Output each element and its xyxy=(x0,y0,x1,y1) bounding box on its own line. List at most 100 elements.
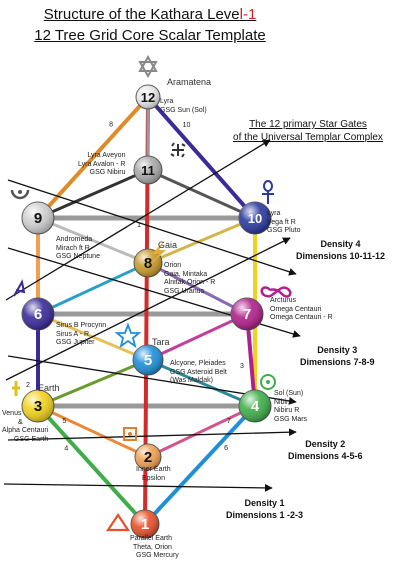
label-node-10: Lyra Vega ft R GSG Pluto xyxy=(267,210,300,236)
label-node-5-line-2: GSG Asteroid Belt xyxy=(170,368,227,376)
edge-label-6: 6 xyxy=(224,445,228,452)
label-node-7-line-2: Omega Centauri xyxy=(270,305,322,313)
node-8: 8 xyxy=(133,248,163,278)
density-1-title: Density 1 xyxy=(244,498,285,508)
node-11-sheen xyxy=(134,156,162,184)
node-3-number: 3 xyxy=(34,398,42,415)
label-node-8-line-2: Gaia, Mintaka xyxy=(164,270,208,278)
edge-n9-n11 xyxy=(37,168,149,220)
edge-label-10: 10 xyxy=(183,122,191,129)
node-12: 12 xyxy=(135,84,161,110)
node-3-sheen xyxy=(22,390,54,422)
label-node-8-line-4: GSG Uranus xyxy=(164,287,205,295)
density-arrow-7 xyxy=(5,237,291,381)
glyph-6-icon xyxy=(13,279,26,297)
density-2-label: Density 2 Dimensions 4-5-6 xyxy=(288,438,363,462)
node-6-number: 6 xyxy=(34,306,42,323)
label-node-4-line-2: Nibiru xyxy=(274,398,293,406)
square-dot-icon xyxy=(123,427,137,441)
label-node-4-line-1: Sol (Sun) xyxy=(274,390,304,397)
edge-label-5: 5 xyxy=(62,418,66,425)
label-node-3-line-3: Alpha Centauri xyxy=(2,427,49,434)
edge-n10-n8 xyxy=(147,216,256,265)
symbols xyxy=(10,54,292,532)
label-node-8: Orion Gaia, Mintaka Alnitak Orion - R GS… xyxy=(164,262,215,296)
label-node-2-line-1: Inner Earth xyxy=(136,466,171,473)
label-node-10-line-3: GSG Pluto xyxy=(267,227,301,234)
density-4-label: Density 4 Dimensions 10-11-12 xyxy=(296,238,385,262)
node-1-number: 1 xyxy=(141,516,149,533)
edge-label-7: 7 xyxy=(227,418,231,425)
density-1-dims: Dimensions 1 -2-3 xyxy=(226,510,304,520)
node-10: 10 xyxy=(238,201,272,235)
label-node-1: Parallel Earth Theta, Orion GSG Mercury xyxy=(130,535,179,561)
label-node-11-line-3: GSG Nibiru xyxy=(89,169,126,176)
label-node-8-line-1: Orion xyxy=(164,262,182,269)
edge-n3-n2 xyxy=(37,404,149,459)
edge-n4-n5 xyxy=(147,358,256,408)
label-node-6-line-2: Sirus A - R xyxy=(56,330,90,338)
label-node-6-line-3: GSG Jupiter xyxy=(56,339,95,346)
edge-n7-n8 xyxy=(147,261,248,316)
triangle-icon xyxy=(105,513,131,532)
density-arrow-6 xyxy=(3,483,273,492)
label-node-9-line-1: Andromeda xyxy=(56,236,93,243)
label-node-12-line-2: GSG Sun (Sol) xyxy=(160,106,207,114)
node-11: 11 xyxy=(133,155,163,185)
density-4-dims: Dimensions 10-11-12 xyxy=(296,251,386,261)
pinwheel-cross-icon xyxy=(170,142,186,158)
cross-icon xyxy=(12,381,20,396)
node-10-number: 10 xyxy=(248,211,262,226)
label-node-3-line-2: & xyxy=(18,418,23,426)
label-tara: Tara xyxy=(152,337,170,347)
label-gaia: Gaia xyxy=(158,240,178,250)
node-7-number: 7 xyxy=(243,306,251,323)
label-node-2-line-2: Epsilon xyxy=(142,474,165,482)
edge-n9-n8 xyxy=(37,216,149,265)
label-node-1-line-3: GSG Mercury xyxy=(136,552,179,559)
density-1-label: Density 1 Dimensions 1 -2-3 xyxy=(226,497,303,521)
node-2: 2 xyxy=(134,443,162,471)
edge-n4-n2 xyxy=(147,404,256,459)
node-7-sheen xyxy=(231,298,263,330)
node-9: 9 xyxy=(21,201,55,235)
label-node-6: Sirus B Procynn Sirus A - R GSG Jupiter xyxy=(56,322,106,348)
crescent-icon xyxy=(10,189,30,200)
star-of-david-icon xyxy=(138,54,158,79)
label-node-7-line-1: Arcturus xyxy=(270,297,297,304)
label-node-4-line-4: GSG Mars xyxy=(274,415,308,423)
node-6-sheen xyxy=(22,298,54,330)
node-11-number: 11 xyxy=(141,163,155,178)
density-2-dims: Dimensions 4-5-6 xyxy=(288,451,363,461)
node-2-number: 2 xyxy=(144,449,152,466)
node-8-sheen xyxy=(134,249,162,277)
title-line-1-text: Structure of the Kathara Leve xyxy=(43,6,240,23)
density-3-dims: Dimensions 7-8-9 xyxy=(300,357,375,367)
label-node-3: Venus & Alpha Centauri GSG Earth xyxy=(2,410,48,444)
density-arrow-5 xyxy=(5,139,271,301)
edge-n6-n8 xyxy=(37,261,149,316)
label-node-4-line-3: Nibiru R xyxy=(274,407,300,414)
edge-n3-n5 xyxy=(37,358,149,408)
node-1: 1 xyxy=(130,509,160,539)
density-3-label: Density 3 Dimensions 7-8-9 xyxy=(300,344,375,368)
node-5-sheen xyxy=(133,345,163,375)
label-node-8-line-3: Alnitak Orion - R xyxy=(164,279,216,286)
edge-label-1: 1 xyxy=(137,222,141,229)
density-arrow-4 xyxy=(7,428,297,441)
node-9-number: 9 xyxy=(34,210,42,227)
label-node-6-line-1: Sirus B Procynn xyxy=(56,322,107,329)
title-line-1-suffix: l-1 xyxy=(239,6,257,23)
node-7: 7 xyxy=(230,297,264,331)
label-node-7: Arcturus Omega Centauri Omega Centauri -… xyxy=(270,297,333,323)
label-aramatena: Aramatena xyxy=(167,77,212,87)
label-node-5-line-3: (Was Maldak) xyxy=(170,377,213,384)
label-node-2: Inner Earth Epsilon xyxy=(136,466,171,483)
node-4: 4 xyxy=(238,389,272,423)
edge-n3-n1 xyxy=(36,404,147,526)
label-node-7-line-3: Omega Centauri - R xyxy=(270,314,333,321)
node-12-number: 12 xyxy=(141,90,155,105)
lightning-icon xyxy=(149,240,166,266)
label-node-10-line-2: Vega ft R xyxy=(267,218,296,226)
